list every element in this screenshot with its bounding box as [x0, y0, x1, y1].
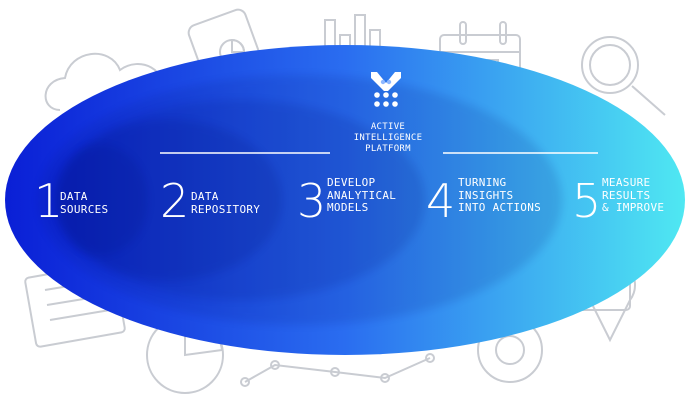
step-5-label: MEASURE RESULTS & IMPROVE	[602, 176, 665, 214]
magnifier-icon	[581, 36, 666, 116]
stage-ellipses	[5, 45, 685, 355]
m-dots-logo-icon	[371, 72, 401, 107]
step-1-number: 1	[34, 174, 64, 228]
step-5-number: 5	[572, 174, 602, 228]
step-2-number: 2	[160, 174, 190, 228]
step-2-label: DATA REPOSITORY	[191, 190, 261, 216]
line-chart-icon	[240, 353, 435, 387]
step-4-label: TURNING INSIGHTS INTO ACTIONS	[458, 176, 542, 214]
step-1-label: DATA SOURCES	[60, 190, 109, 216]
step-3-label: DEVELOP ANALYTICAL MODELS	[327, 176, 397, 214]
platform-title: ACTIVE INTELLIGENCE PLATFORM	[353, 122, 423, 154]
step-4-number: 4	[426, 174, 456, 228]
cloud-icon	[44, 52, 163, 111]
step-3-number: 3	[297, 174, 327, 228]
